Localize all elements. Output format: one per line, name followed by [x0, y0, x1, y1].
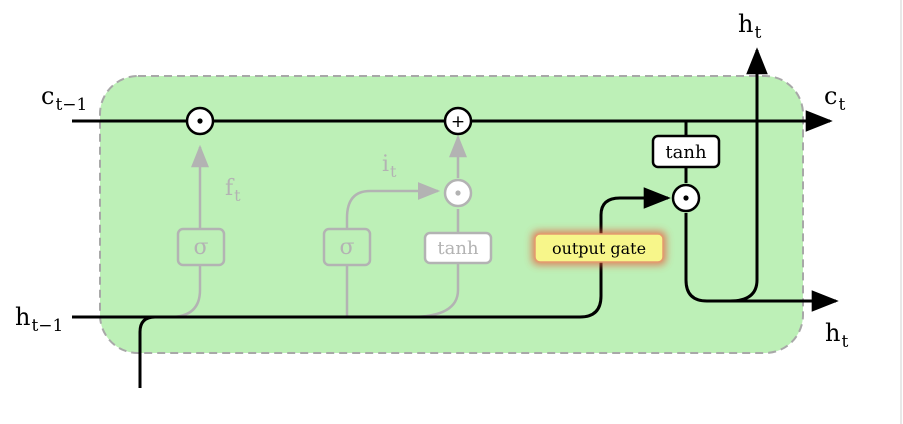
h-right-label: ht — [825, 319, 848, 352]
svg-text:tanh: tanh — [665, 142, 707, 163]
input-multiply-node — [443, 178, 473, 208]
lstm-cell-box — [99, 75, 804, 354]
input-gate-label: it — [382, 152, 397, 181]
svg-text:output gate: output gate — [552, 239, 646, 258]
forget-multiply-node — [185, 106, 215, 136]
svg-text:σ: σ — [193, 235, 208, 260]
add-node: + — [443, 106, 473, 136]
dot-operator-icon — [455, 190, 461, 196]
svg-text:tanh: tanh — [437, 238, 479, 259]
dot-operator-icon — [683, 195, 689, 201]
candidate-tanh-box: tanh — [423, 231, 493, 265]
x-input-line — [138, 315, 156, 388]
output-gate-label: output gate — [532, 231, 666, 265]
output-multiply-node — [671, 183, 701, 213]
svg-text:σ: σ — [339, 235, 354, 260]
h-top-label: ht — [738, 10, 761, 43]
c-prev-label: ct−1 — [41, 82, 87, 115]
dot-operator-icon — [197, 118, 203, 124]
mult-to-output — [684, 213, 839, 312]
input-sigma-output — [345, 182, 441, 230]
output-up — [729, 47, 768, 303]
input-sigma-box: σ — [322, 227, 372, 267]
plus-operator-icon: + — [451, 112, 465, 132]
forget-gate-label: ft — [225, 176, 241, 205]
forget-sigma-box: σ — [176, 227, 226, 267]
h-prev-label: ht−1 — [15, 303, 63, 336]
output-tanh-box: tanh — [651, 134, 721, 169]
c-next-label: ct — [824, 82, 845, 115]
